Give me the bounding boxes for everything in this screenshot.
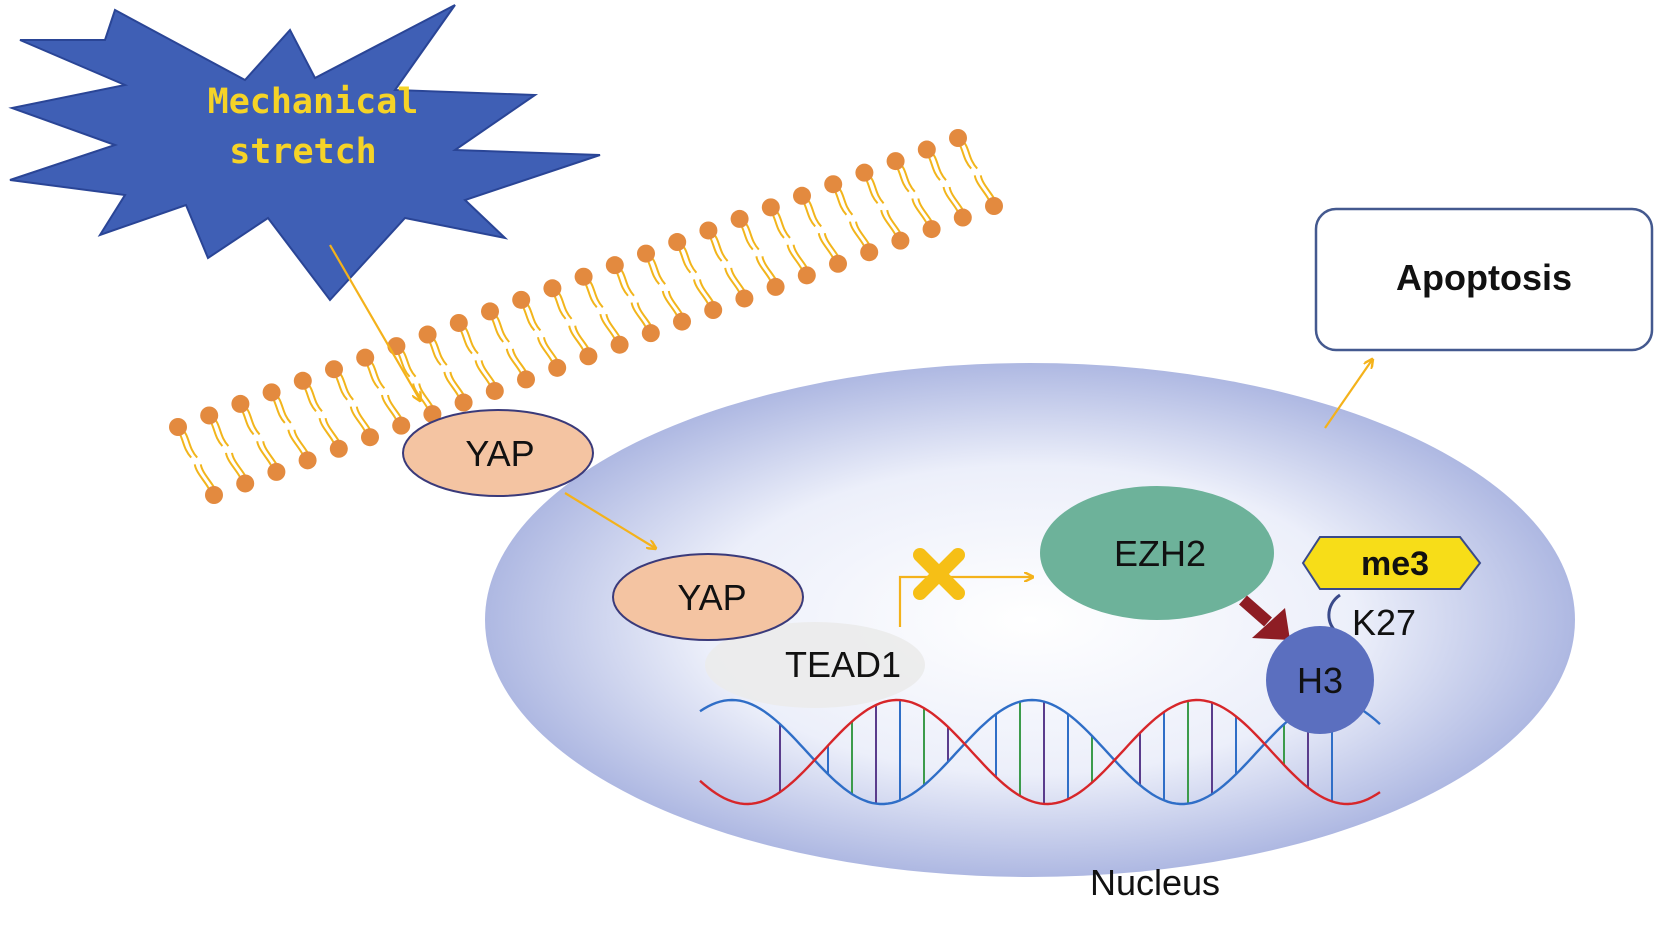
lipid-head (293, 371, 312, 390)
lipid-head (829, 254, 847, 273)
burst-shape (8, 4, 601, 302)
lipid-head (262, 383, 281, 402)
burst-label-line2: stretch (229, 132, 377, 172)
lipid-head (454, 393, 473, 412)
yap-nucleus-label: YAP (677, 577, 746, 618)
lipid-head (200, 406, 219, 425)
lipid-head (548, 358, 567, 377)
lipid-head (917, 140, 936, 159)
yap-nucleus-shape (612, 553, 804, 641)
lipid-head (392, 416, 411, 435)
lipid-head (735, 289, 754, 308)
nucleus (485, 363, 1575, 877)
lipid-head (855, 163, 874, 182)
lipid-head (481, 302, 499, 321)
lipid-head (485, 381, 504, 400)
lipid-head (543, 279, 562, 298)
lipid-head (641, 324, 660, 343)
methylation-arrow (1239, 595, 1290, 640)
k27-label: K27 (1352, 602, 1416, 643)
lipid-head (761, 198, 780, 217)
lipid-head (579, 347, 598, 366)
lipid-head (922, 220, 941, 239)
me3-tag: me3 (1301, 536, 1482, 590)
stretch-to-yap-arrow (329, 244, 420, 400)
lipid-head (231, 394, 250, 413)
lipid-head (236, 474, 255, 493)
dna-double-helix (699, 698, 1381, 806)
h3-label: H3 (1297, 660, 1343, 701)
nucleus-to-apoptosis-arrow (1324, 360, 1372, 429)
ezh2: EZH2 (1040, 486, 1274, 620)
lipid-head (205, 486, 223, 504)
lipid-head (673, 312, 691, 331)
lipid-head (891, 231, 910, 250)
yap-cytoplasm: YAP (402, 409, 594, 497)
dna-strand-red (699, 698, 1381, 806)
lipid-head (267, 462, 286, 481)
h3-shape (1266, 626, 1374, 734)
lipid-head (886, 152, 905, 171)
apoptosis-box-shape (1314, 207, 1654, 352)
tead1-to-ezh2-arrow (898, 577, 1032, 627)
lipid-head (169, 418, 187, 436)
lipid-head (387, 337, 406, 356)
lipid-head (418, 325, 437, 344)
histone-h3: H3 (1266, 626, 1374, 734)
lipid-head (793, 186, 811, 205)
lipid-head (298, 451, 317, 470)
lipid-head (953, 208, 972, 227)
apoptosis-box: Apoptosis (1314, 207, 1654, 352)
lipid-head (860, 243, 879, 262)
tead1-shape (705, 622, 925, 708)
apoptosis-label: Apoptosis (1396, 257, 1572, 298)
tead1-label: TEAD1 (785, 644, 901, 685)
lipid-head (610, 335, 629, 354)
lipid-head (325, 360, 343, 379)
inhibition-x-icon (913, 548, 965, 600)
lipid-head (449, 313, 468, 332)
cell-membrane-bilayer (169, 129, 1003, 504)
lipid-head (668, 233, 687, 252)
lipid-head (704, 301, 723, 320)
lipid-head (949, 129, 967, 147)
ezh2-label: EZH2 (1114, 533, 1206, 574)
lipid-head (361, 428, 379, 447)
lipid-head (797, 266, 816, 285)
lipid-head (423, 405, 442, 424)
tead1: TEAD1 (705, 622, 925, 708)
yap-translocation-arrow (564, 492, 655, 548)
mechanical-stretch-burst: Mechanical stretch (8, 4, 601, 302)
yap-cytoplasm-shape (402, 409, 594, 497)
lipid-head (985, 197, 1003, 215)
me3-shape (1301, 536, 1482, 590)
yap-nucleus: YAP (612, 553, 804, 641)
lipid-head (605, 256, 624, 275)
lipid-head (517, 370, 535, 389)
lipid-head (699, 221, 718, 240)
lipid-head (356, 348, 375, 367)
lipid-head (730, 209, 749, 228)
lipid-head (824, 175, 843, 194)
yap-cytoplasm-label: YAP (465, 433, 534, 474)
me3-label: me3 (1361, 545, 1429, 583)
lipid-head (637, 244, 655, 263)
lipid-head (574, 267, 593, 286)
dna-strand-blue (699, 698, 1381, 806)
lipid-head (512, 290, 531, 309)
nucleus-label: Nucleus (1090, 862, 1220, 903)
ezh2-shape (1040, 486, 1274, 620)
lipid-head (766, 277, 785, 296)
lipid-head (329, 439, 348, 458)
burst-label-line1: Mechanical (208, 82, 419, 122)
